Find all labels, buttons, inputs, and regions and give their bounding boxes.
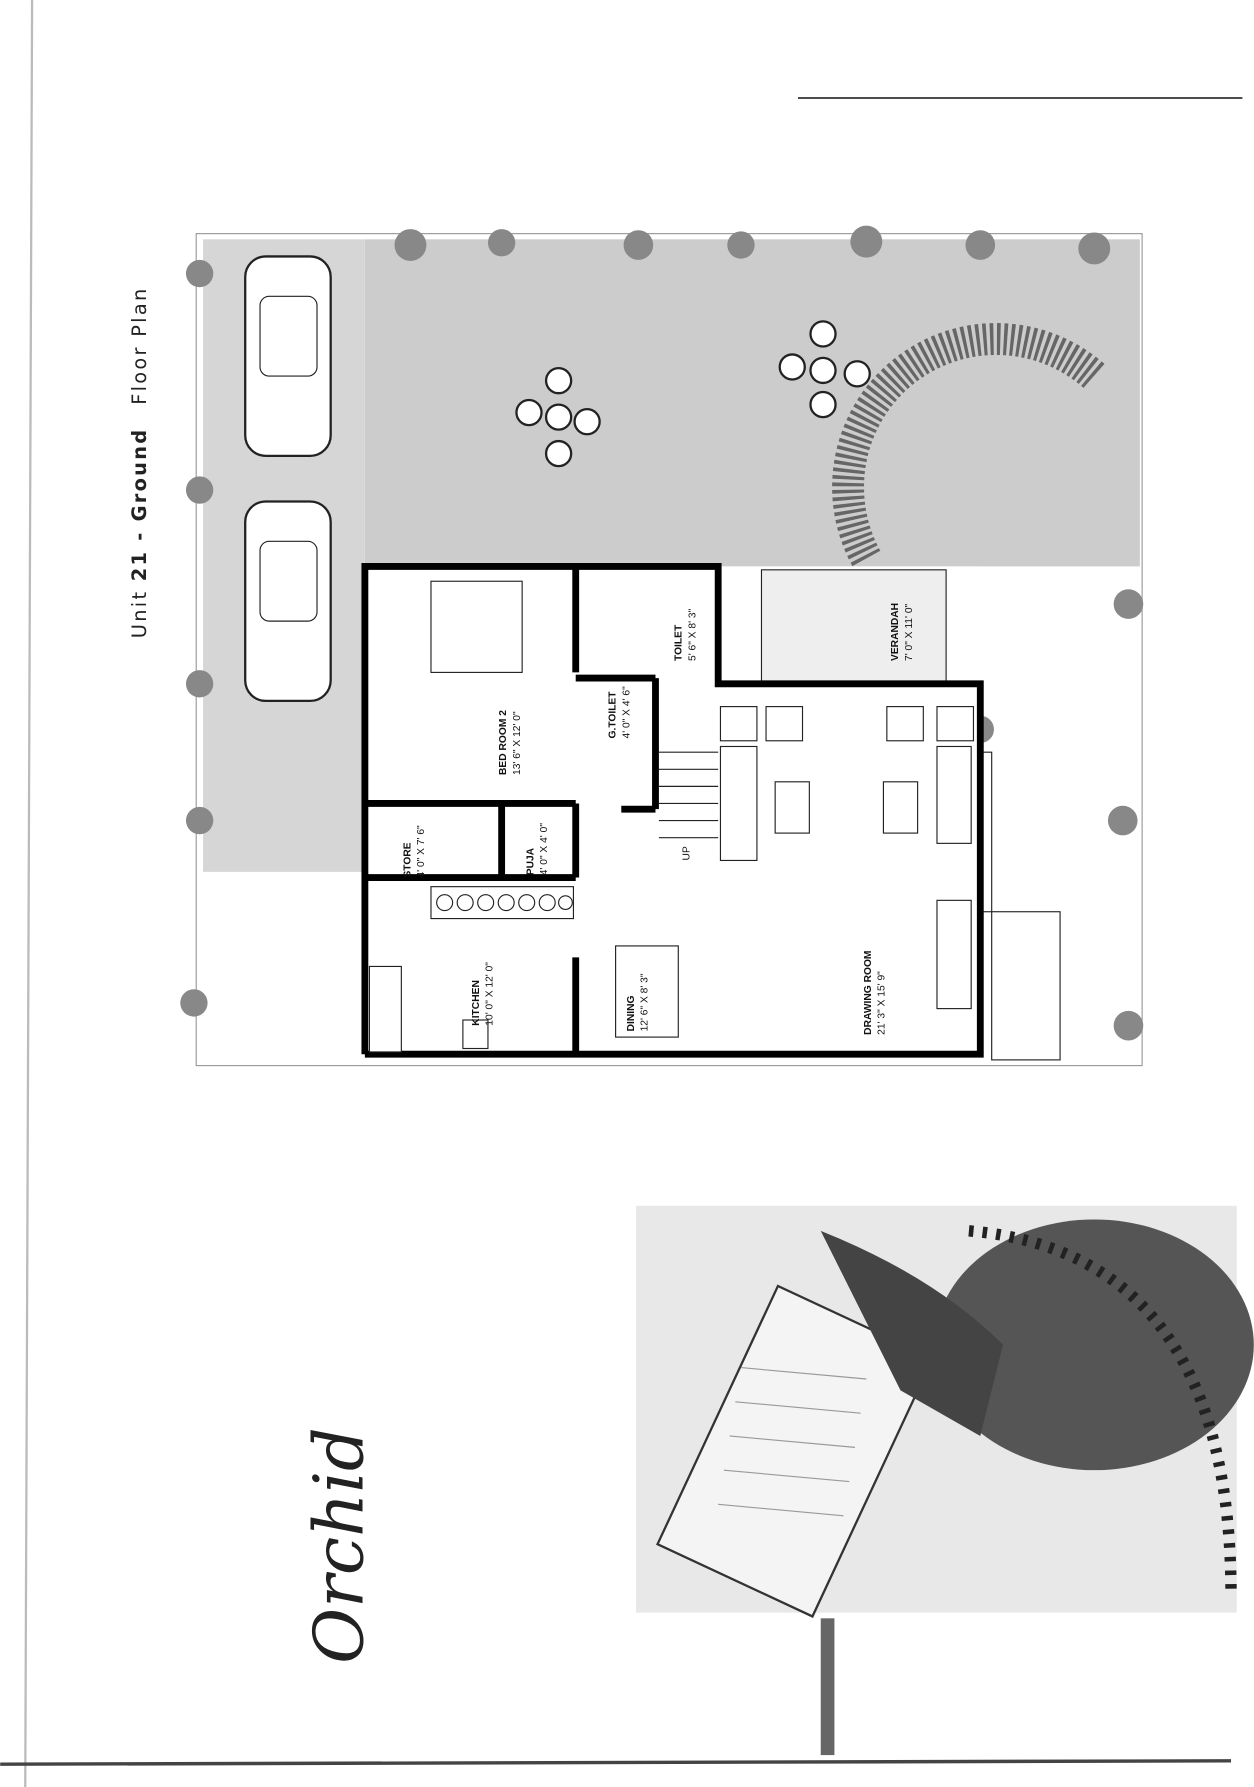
garden-seating-icon: [515, 320, 871, 468]
dining-table-icon: [615, 945, 679, 1038]
svg-text:21' 3" X 15' 9": 21' 3" X 15' 9": [877, 971, 888, 1035]
walls: [361, 562, 984, 1058]
brand-logo: Orchid: [301, 1427, 380, 1664]
svg-text:10' 0" X 12' 0": 10' 0" X 12' 0": [485, 962, 496, 1026]
tree-icons: [180, 225, 1144, 1041]
staircase-icon: [658, 751, 719, 839]
verandah-floor: [760, 569, 947, 685]
svg-text:12' 6" X 8' 3": 12' 6" X 8' 3": [640, 973, 651, 1031]
sofa-icons: [719, 706, 975, 1010]
svg-text:DRAWING ROOM: DRAWING ROOM: [863, 951, 874, 1035]
svg-text:UP: UP: [682, 846, 693, 860]
scan-edge: [24, 0, 34, 1787]
garden-path: [832, 323, 1105, 567]
svg-text:G.TOILET: G.TOILET: [608, 691, 619, 739]
bed-icon: [430, 580, 523, 673]
kitchen-counter-icon: [368, 886, 575, 1053]
svg-text:VERANDAH: VERANDAH: [890, 603, 901, 661]
plan-title: Unit 21 - GroundFloor Plan: [128, 286, 151, 638]
svg-text:5' 6" X 8' 3": 5' 6" X 8' 3": [687, 608, 698, 661]
car-icon: [244, 255, 332, 458]
svg-text:4' 0" X 4' 6": 4' 0" X 4' 6": [621, 686, 632, 739]
scan-edge-bottom: [0, 1759, 1232, 1766]
svg-text:TOILET: TOILET: [674, 624, 685, 661]
svg-text:PUJA: PUJA: [526, 847, 537, 875]
stair-label: UP: [682, 846, 693, 860]
svg-text:BED ROOM 2: BED ROOM 2: [498, 710, 509, 775]
svg-text:Orchid: Orchid: [301, 1427, 380, 1664]
svg-text:4' 0" X 4' 0": 4' 0" X 4' 0": [539, 823, 550, 876]
svg-text:STORE: STORE: [402, 842, 413, 877]
garden-lawn: [364, 239, 1140, 567]
svg-text:13' 6" X 12' 0": 13' 6" X 12' 0": [512, 711, 523, 775]
car-icon: [244, 500, 332, 703]
svg-text:KITCHEN: KITCHEN: [471, 980, 482, 1026]
svg-text:7' 0" X 11' 0": 7' 0" X 11' 0": [904, 603, 915, 661]
svg-text:DINING: DINING: [626, 995, 637, 1031]
svg-text:4' 0" X 7' 6": 4' 0" X 7' 6": [416, 825, 427, 878]
svg-text:Unit 21 - GroundFloor Plan: Unit 21 - GroundFloor Plan: [128, 286, 151, 638]
hammock-photo: [636, 1205, 1254, 1756]
